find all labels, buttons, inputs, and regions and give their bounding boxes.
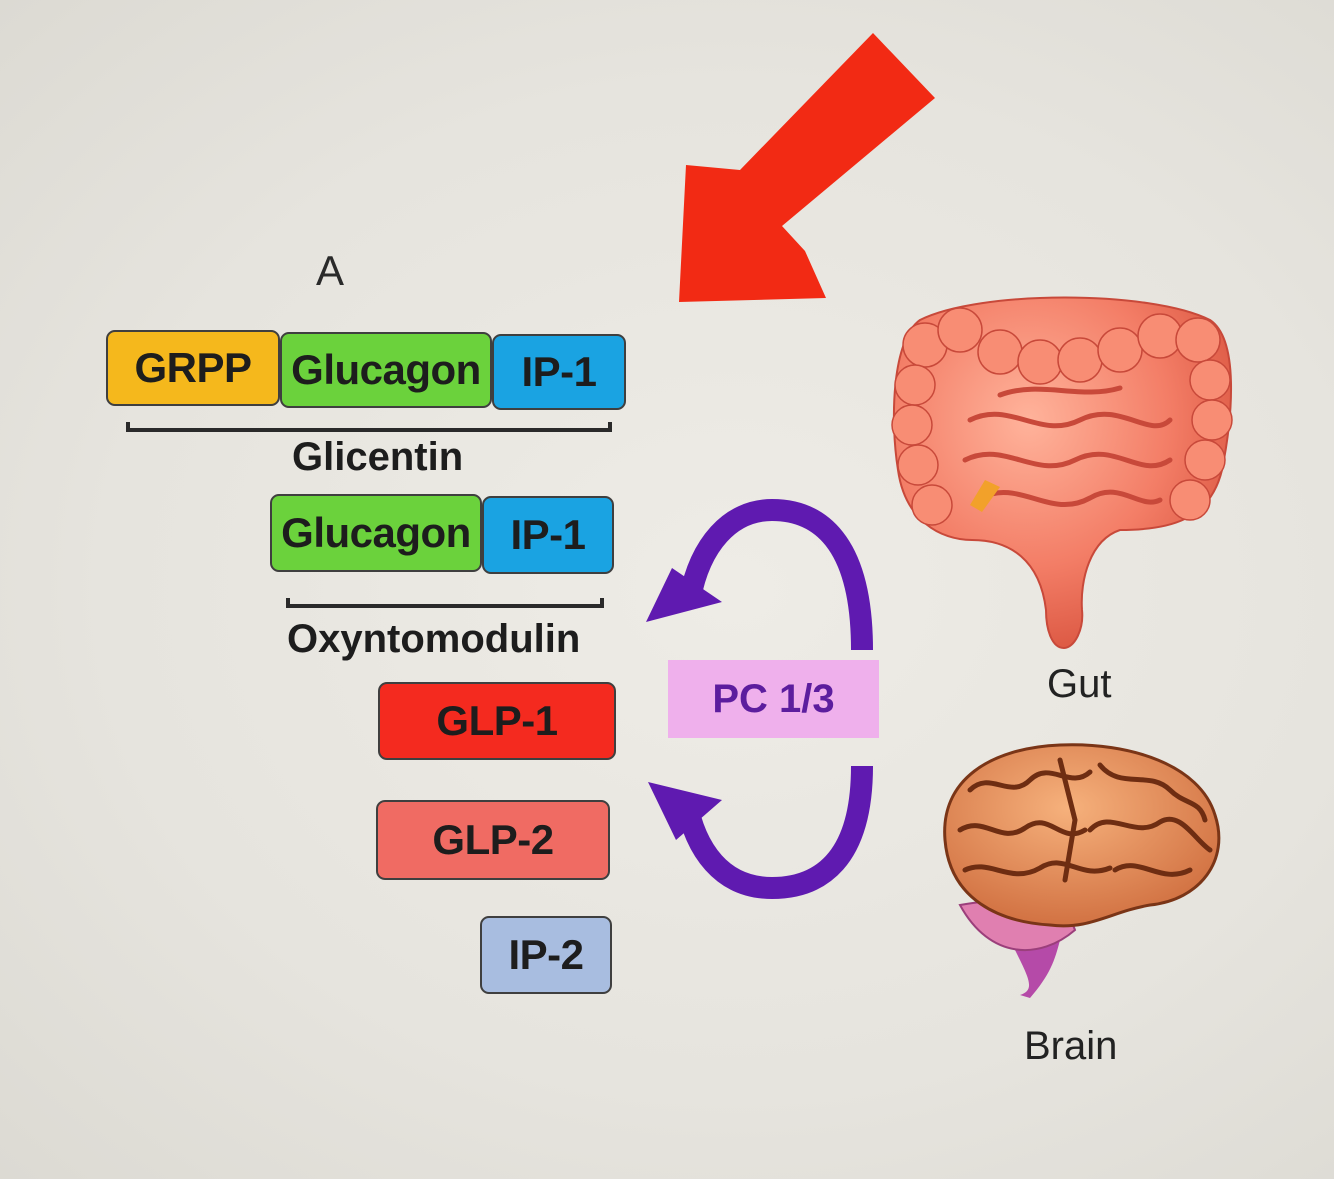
brain-label: Brain — [1024, 1026, 1117, 1066]
cerebrum — [945, 745, 1219, 926]
